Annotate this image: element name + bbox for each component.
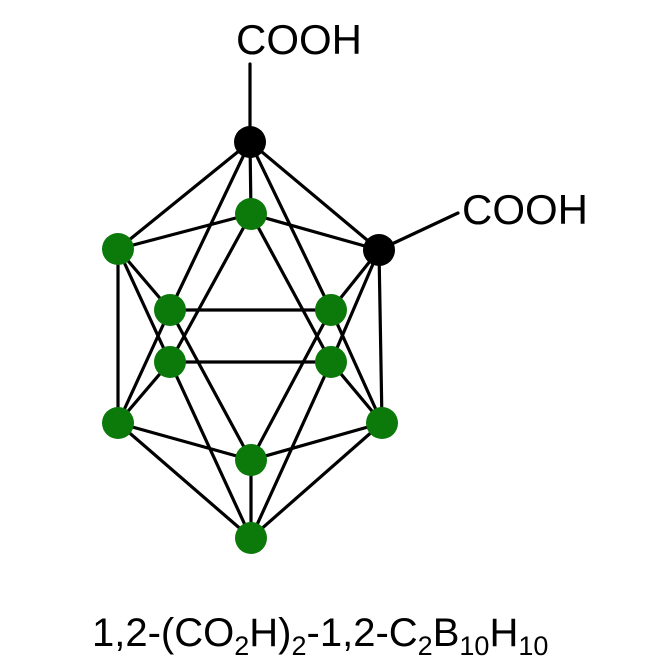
bond-B3-B4 (116, 212, 253, 251)
carbon-atom-C2 (363, 234, 395, 266)
boron-atom-B7 (154, 346, 186, 378)
carbon-atom-C1 (234, 126, 266, 158)
bond-C2-B10 (377, 248, 384, 425)
formula-part-5: H (489, 611, 518, 655)
boron-atom-B11 (235, 444, 267, 476)
formula-part-1: 1,2-(CO (92, 611, 234, 655)
cooh-label-right: COOH (462, 186, 588, 233)
bond-C2-B8 (329, 248, 381, 364)
bond-C2-B3 (249, 212, 381, 252)
atom-layer (102, 126, 398, 554)
bond-B5-B11 (168, 308, 253, 462)
molecular-formula: 1,2-(CO2H)2-1,2-C2B10H10 (92, 611, 548, 661)
formula-sub-3: 2 (418, 631, 433, 661)
bond-B4-B7 (116, 247, 172, 364)
bond-B9-B12 (116, 421, 253, 540)
boron-atom-B9 (102, 407, 134, 439)
boron-atom-B12 (235, 522, 267, 554)
bond-layer (116, 62, 460, 540)
boron-atom-B3 (235, 198, 267, 230)
boron-atom-B5 (154, 294, 186, 326)
bond-C1-B4 (116, 140, 252, 251)
formula-part-4: B (433, 611, 460, 655)
formula-sub-1: 2 (234, 631, 249, 661)
formula-part-2: H) (249, 611, 291, 655)
cooh-label-top: COOH (236, 16, 362, 63)
bond-B5-B9 (116, 308, 172, 425)
boron-atom-B10 (366, 407, 398, 439)
formula-sub-5: 10 (518, 631, 548, 661)
bond-B9-B11 (116, 421, 253, 462)
bond-B10-B12 (249, 421, 384, 540)
bond-C1-C2 (248, 140, 381, 252)
bond-B6-B10 (329, 308, 384, 425)
boron-atom-B8 (315, 346, 347, 378)
formula-part-3: -1,2-C (307, 611, 418, 655)
boron-atom-B4 (102, 233, 134, 265)
boron-atom-B6 (315, 294, 347, 326)
bond-B10-B11 (249, 421, 384, 462)
formula-sub-4: 10 (459, 631, 489, 661)
formula-sub-2: 2 (292, 631, 307, 661)
bond-B6-B11 (249, 308, 333, 462)
